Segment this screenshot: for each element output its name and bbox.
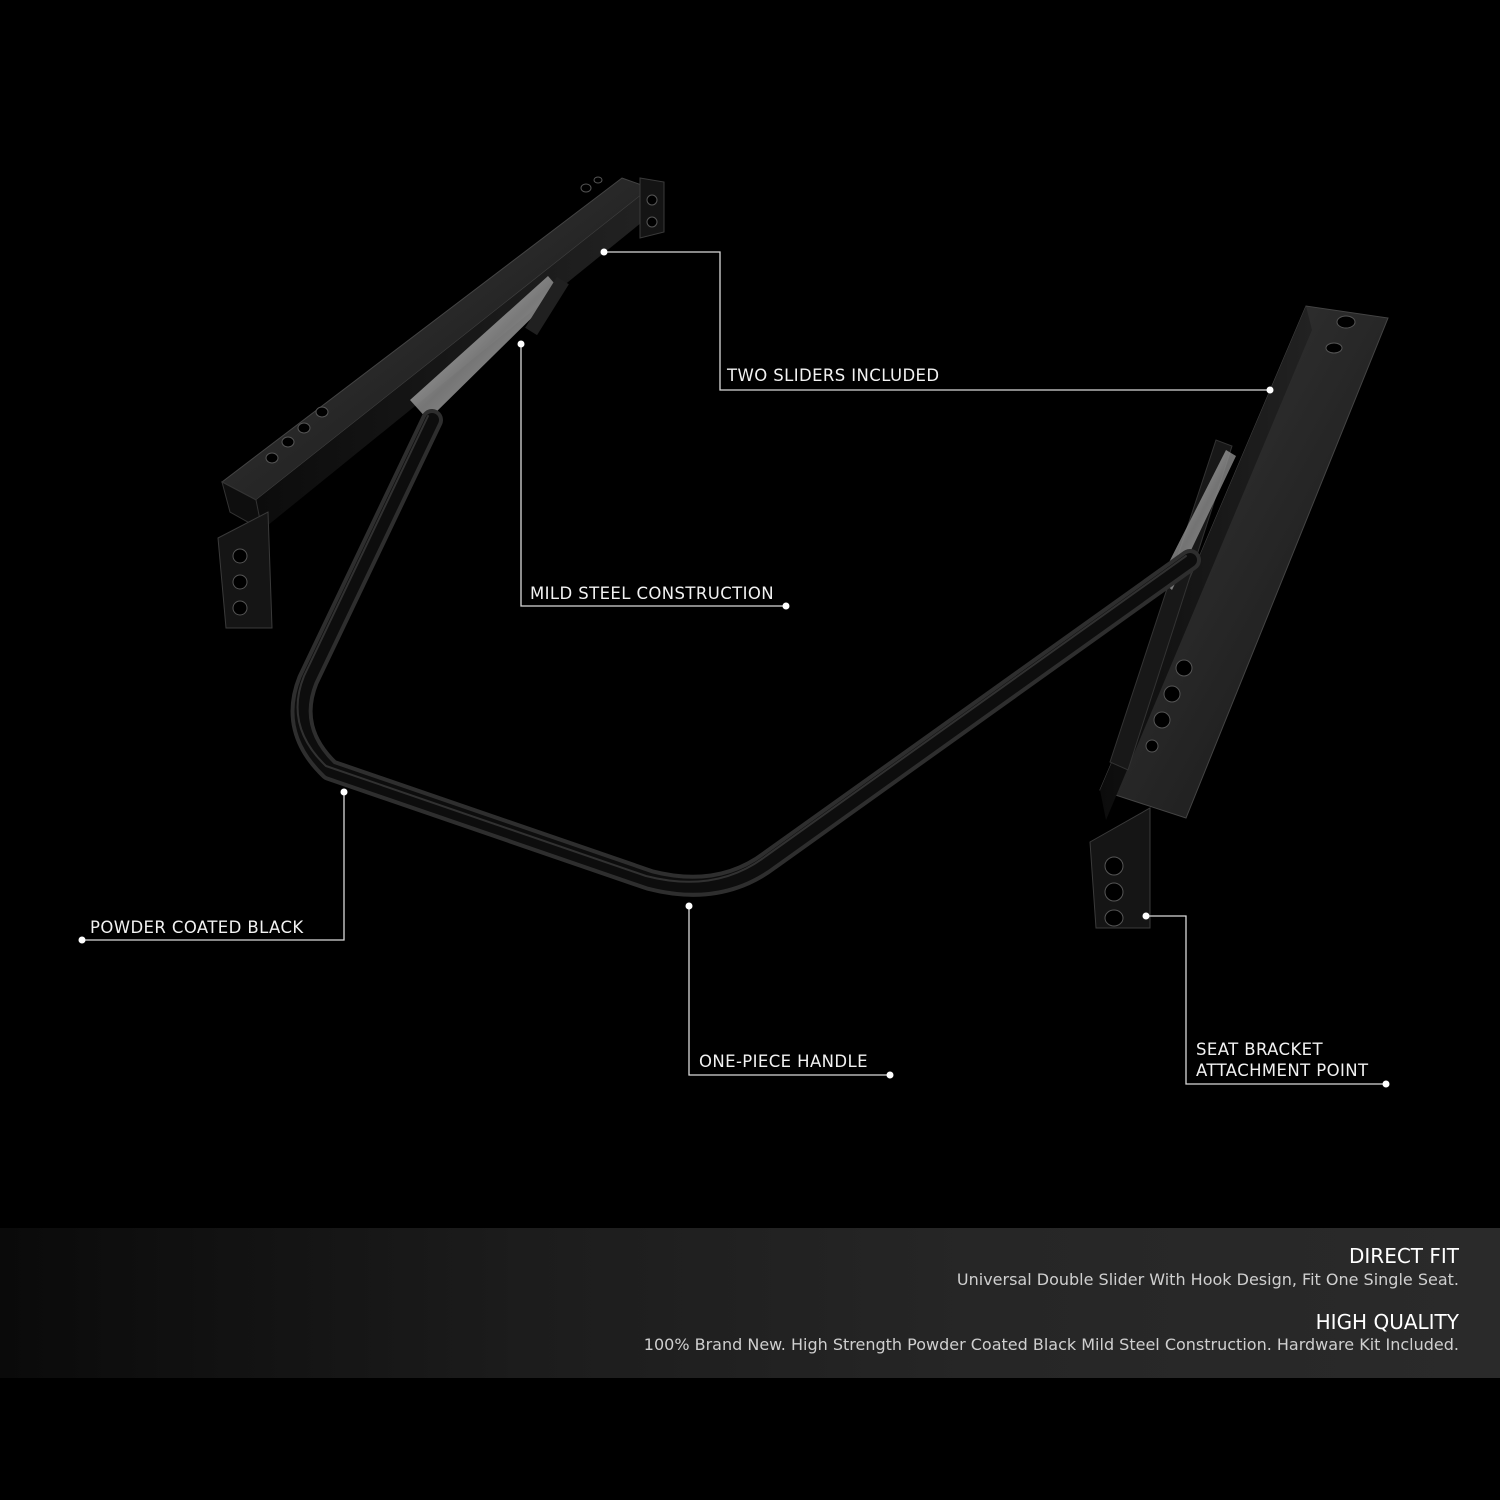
callout-dot [600,248,608,256]
callout-dots [78,248,1390,1088]
callout-lines [82,251,1386,1085]
callout-dot [340,788,348,796]
feature-text-direct-fit: Universal Double Slider With Hook Design… [956,1270,1459,1289]
callout-seat-bracket-line1: SEAT BRACKET [1196,1040,1323,1059]
callout-line-seat-bracket [1146,915,1386,1085]
left-slider-rail [217,176,665,629]
one-piece-handle [290,409,1201,897]
callout-mild-steel-construction: MILD STEEL CONSTRUCTION [530,584,775,603]
callout-two-sliders-included: TWO SLIDERS INCLUDED [727,366,940,385]
callout-line-one-piece-handle [688,906,890,1076]
feature-heading-high-quality: HIGH QUALITY [1315,1310,1459,1334]
callout-dot [886,1071,894,1079]
callout-one-piece-handle: ONE-PIECE HANDLE [699,1052,868,1071]
callout-seat-bracket-line2: ATTACHMENT POINT [1196,1061,1369,1080]
callout-line-mild-steel [520,344,786,607]
callout-dot [1142,912,1150,920]
feature-footer-band [0,1228,1500,1378]
feature-text-high-quality: 100% Brand New. High Strength Powder Coa… [643,1335,1459,1354]
right-slider-rail [1089,305,1389,929]
callout-powder-coated-black: POWDER COATED BLACK [90,918,304,937]
callout-line-two-sliders [604,251,1270,391]
callout-line-powder-coated [82,792,345,941]
callout-dot [685,902,693,910]
callout-dot [517,340,525,348]
callout-dot [1382,1080,1390,1088]
callout-dot [782,602,790,610]
callout-dot [78,936,86,944]
feature-heading-direct-fit: DIRECT FIT [1349,1244,1459,1268]
callout-dot [1266,386,1274,394]
